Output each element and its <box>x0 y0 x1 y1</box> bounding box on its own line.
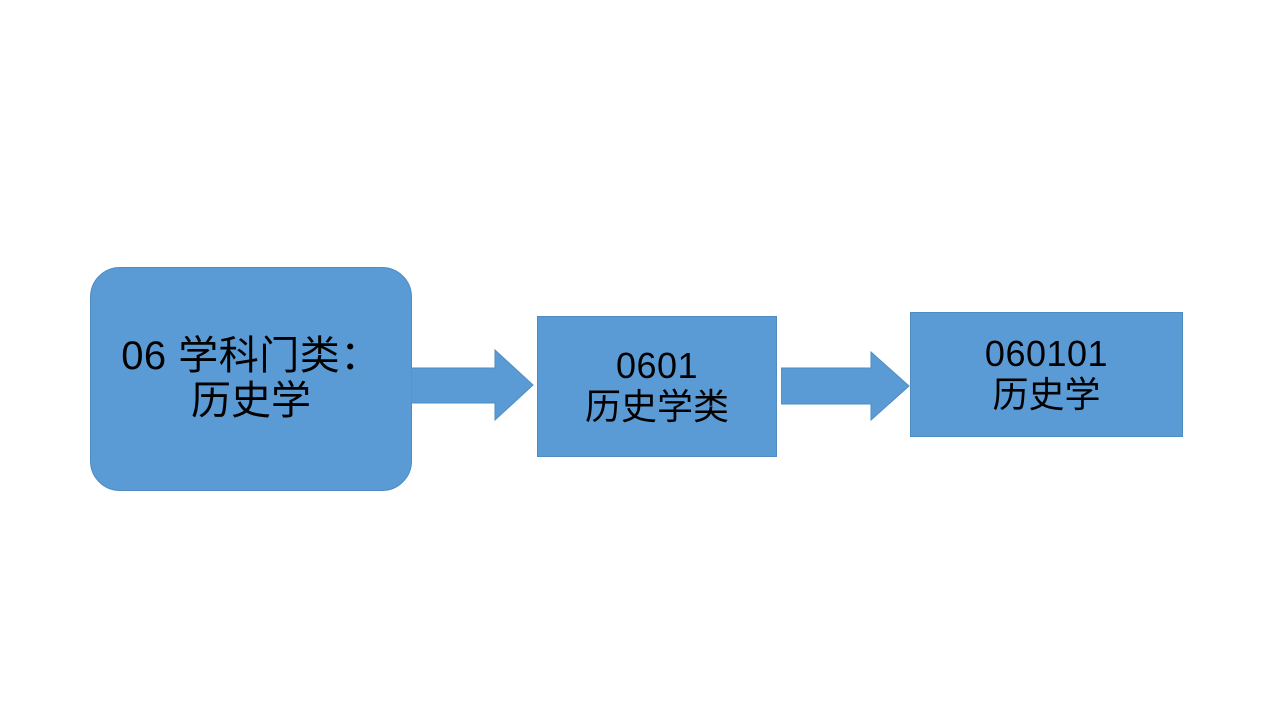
node-discipline-category-line1: 06 学科门类： <box>121 334 381 379</box>
node-major-class-line1: 0601 <box>615 345 699 387</box>
right-arrow-icon <box>411 348 535 422</box>
node-major-class[interactable]: 0601 历史学类 <box>537 316 777 457</box>
node-major-line1: 060101 <box>984 333 1109 375</box>
right-arrow-icon <box>781 350 911 422</box>
node-discipline-category-line2: 历史学 <box>191 379 311 423</box>
node-major-line2: 历史学 <box>992 373 1101 415</box>
node-major[interactable]: 060101 历史学 <box>910 312 1183 437</box>
node-major-class-line2: 历史学类 <box>584 385 729 427</box>
node-discipline-category[interactable]: 06 学科门类： 历史学 <box>90 267 412 491</box>
